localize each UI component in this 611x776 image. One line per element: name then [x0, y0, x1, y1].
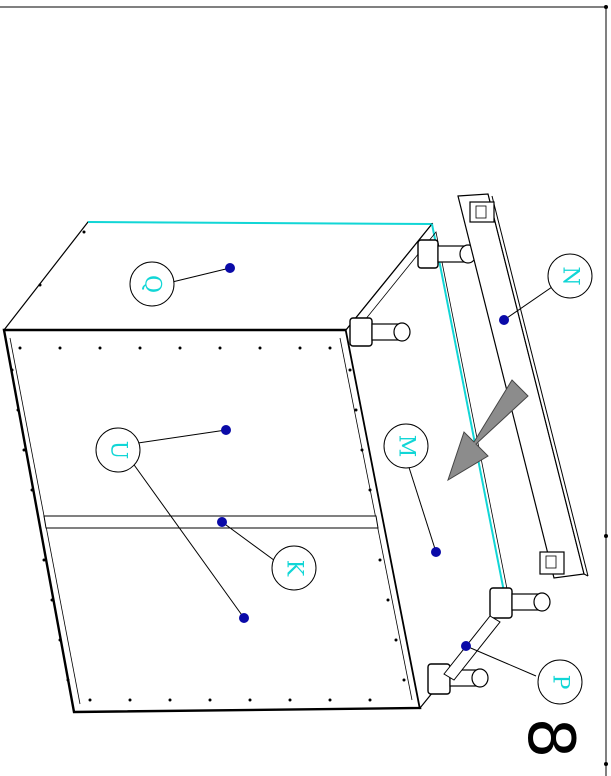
callout-u: U — [95, 427, 141, 473]
cabinet-body — [2, 221, 511, 714]
callout-label-q: Q — [140, 275, 165, 293]
assembly-arrow-icon — [447, 379, 529, 482]
door-rail-k — [43, 515, 379, 529]
support-rail-p — [443, 615, 501, 681]
callout-label-k: K — [282, 560, 307, 577]
foot — [417, 239, 477, 269]
callout-label-p: P — [548, 675, 573, 690]
step-number: 8 — [513, 718, 587, 759]
callout-m: M — [383, 423, 429, 469]
callout-label-u: U — [106, 441, 131, 460]
page-frame — [0, 5, 608, 776]
clip — [539, 551, 565, 575]
foot — [489, 587, 551, 619]
callout-label-n: N — [558, 266, 583, 285]
callout-n: N — [547, 253, 593, 299]
plinth-board-n — [457, 193, 589, 579]
foot — [427, 663, 489, 695]
callout-p: P — [537, 659, 583, 705]
foot — [349, 317, 411, 347]
callout-k: K — [271, 545, 317, 591]
clip — [469, 201, 495, 223]
callout-label-m: M — [394, 435, 419, 458]
callout-q: Q — [129, 261, 175, 307]
adjustable-feet — [349, 239, 551, 695]
leader-dots — [217, 263, 509, 651]
